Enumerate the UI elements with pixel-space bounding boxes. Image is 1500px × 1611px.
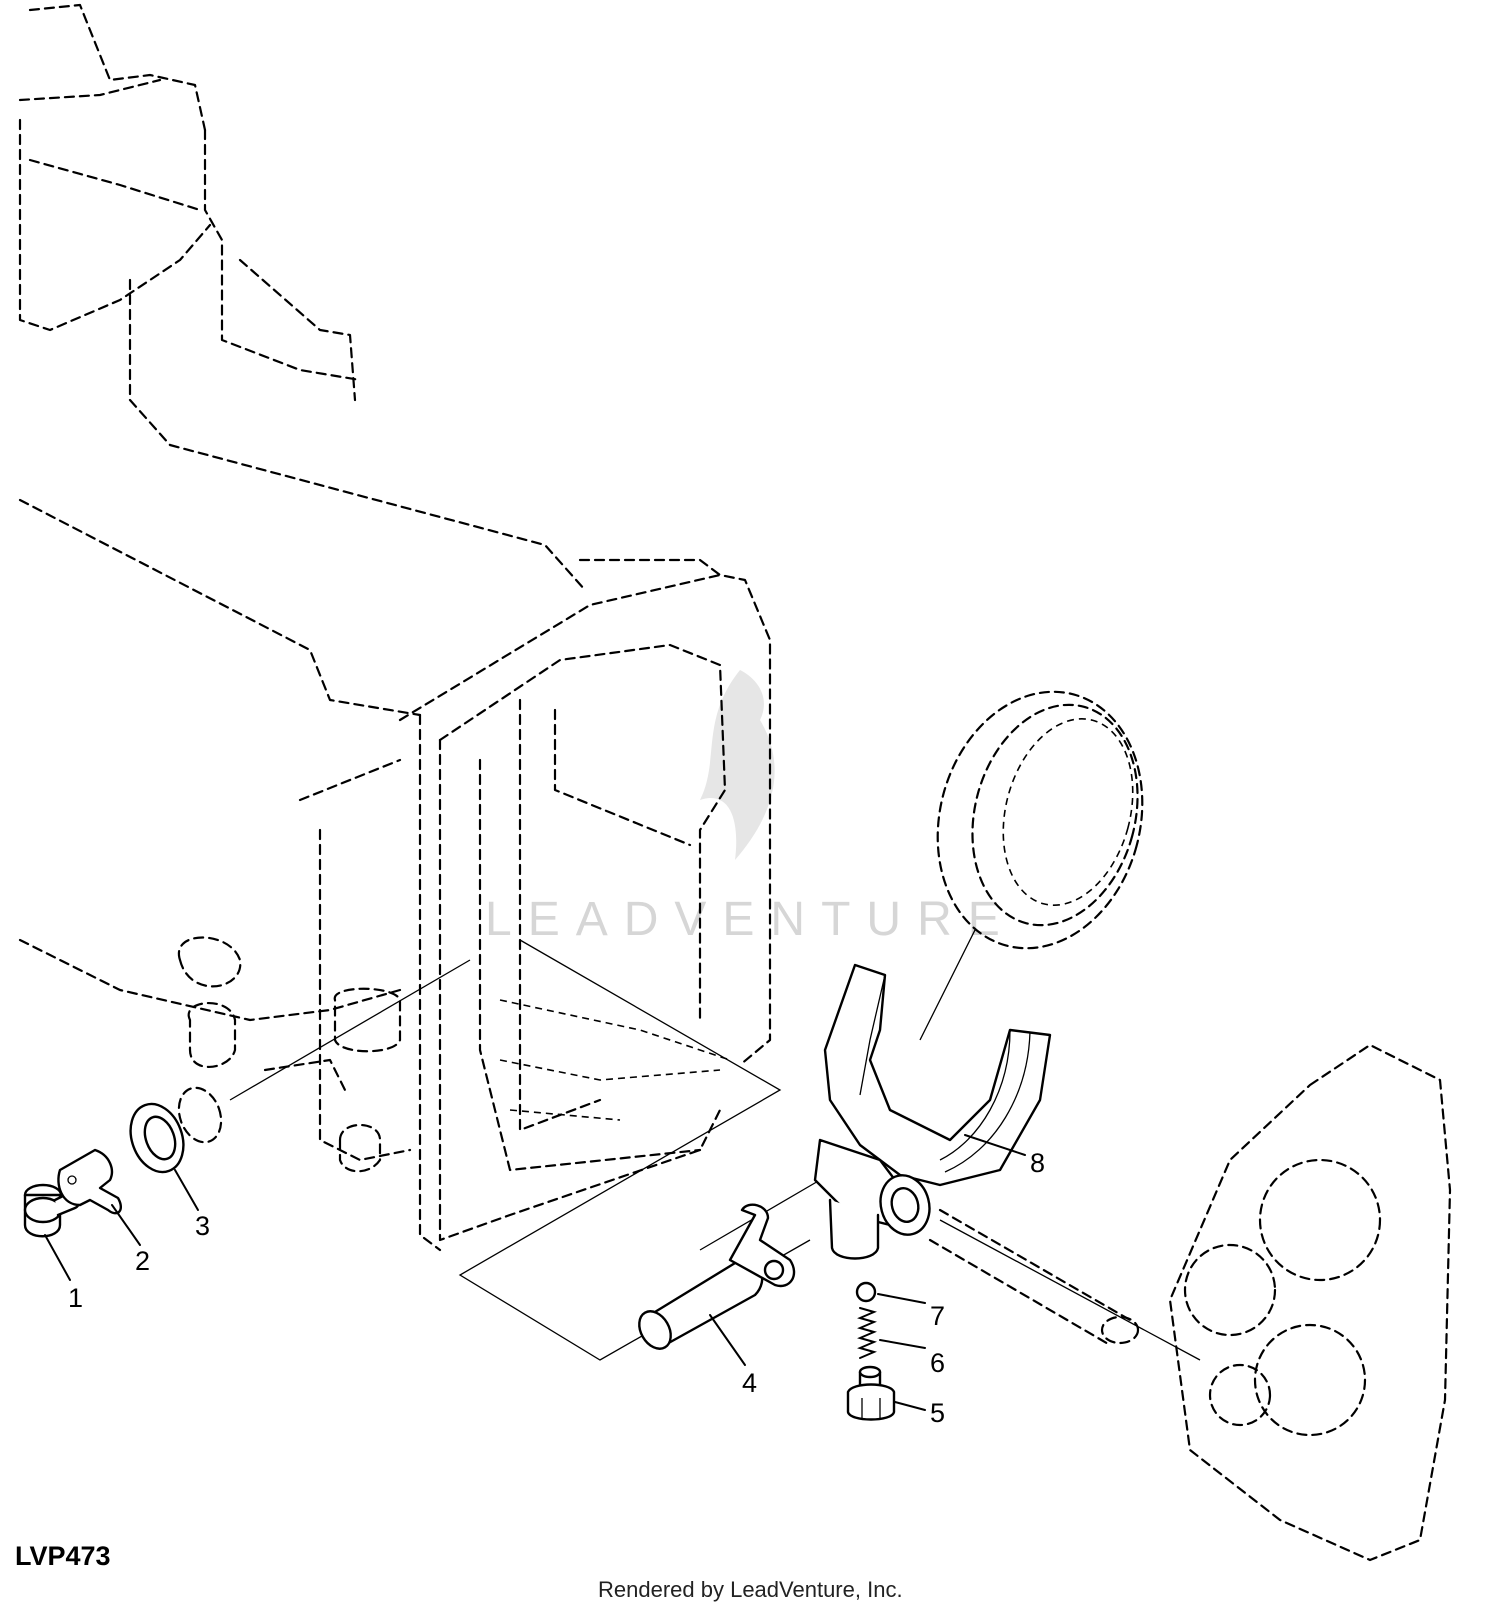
callout-2-leader [111, 1204, 141, 1246]
reference-code: LVP473 [15, 1541, 111, 1571]
part-8-shift-fork [813, 963, 1052, 1260]
watermark: LEADVENTURE [485, 670, 1016, 946]
part-5-plug [846, 1365, 926, 1421]
part-3-seal [129, 1102, 199, 1211]
callout-8: 8 [1030, 1148, 1045, 1178]
part-4-shift-shaft [638, 1203, 796, 1366]
part-6-spring [857, 1307, 926, 1359]
callout-8-leader [964, 1134, 1026, 1156]
part-2-lock-plate [57, 1148, 141, 1246]
callout-4-leader [709, 1314, 746, 1366]
watermark-flame-icon [700, 670, 775, 860]
shift-rail [928, 1208, 1140, 1347]
callout-3-leader [174, 1169, 199, 1211]
callout-2: 2 [135, 1246, 150, 1276]
callout-5-leader [894, 1401, 926, 1411]
callout-3: 3 [195, 1211, 210, 1241]
callout-6-leader [879, 1339, 926, 1349]
rear-cover [1168, 1043, 1452, 1562]
callout-1-leader [44, 1234, 71, 1281]
synchronizer-ring [936, 690, 1144, 950]
callout-5: 5 [930, 1398, 945, 1428]
callout-6: 6 [930, 1348, 945, 1378]
callout-7-leader [877, 1293, 926, 1304]
callout-7: 7 [930, 1301, 945, 1331]
callout-4: 4 [742, 1368, 757, 1398]
callout-1: 1 [68, 1283, 83, 1313]
render-credit: Rendered by LeadVenture, Inc. [598, 1577, 903, 1602]
watermark-text: LEADVENTURE [485, 893, 1016, 946]
transmission-housing [18, 3, 772, 1252]
bushing [177, 1086, 223, 1144]
part-7-detent-ball [855, 1281, 926, 1304]
